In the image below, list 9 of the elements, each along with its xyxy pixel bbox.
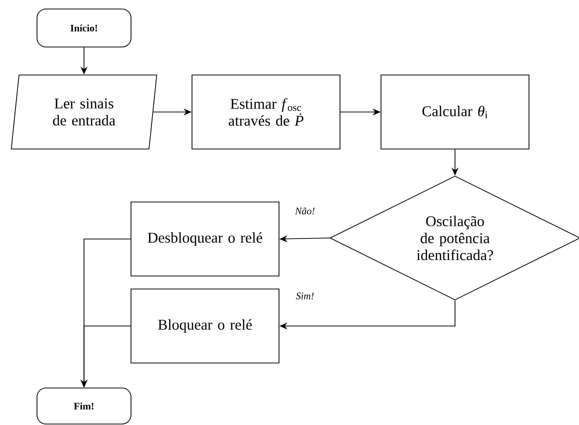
process-box: Estimar f$_{osc}$ através de Ṗ	[192, 74, 340, 150]
edge-label: Sim!	[294, 292, 316, 300]
process-box: Desbloquear o relé	[130, 202, 280, 276]
process-box: Bloquear o relé	[130, 288, 280, 364]
process-box: Calcular θ$_{i}$	[380, 74, 530, 150]
terminal-box: Fim!	[36, 388, 132, 424]
edge-label: Não!	[294, 206, 316, 216]
terminal-box: Início!	[36, 8, 132, 48]
input-parallelogram: Ler sinais de entrada	[10, 74, 158, 150]
